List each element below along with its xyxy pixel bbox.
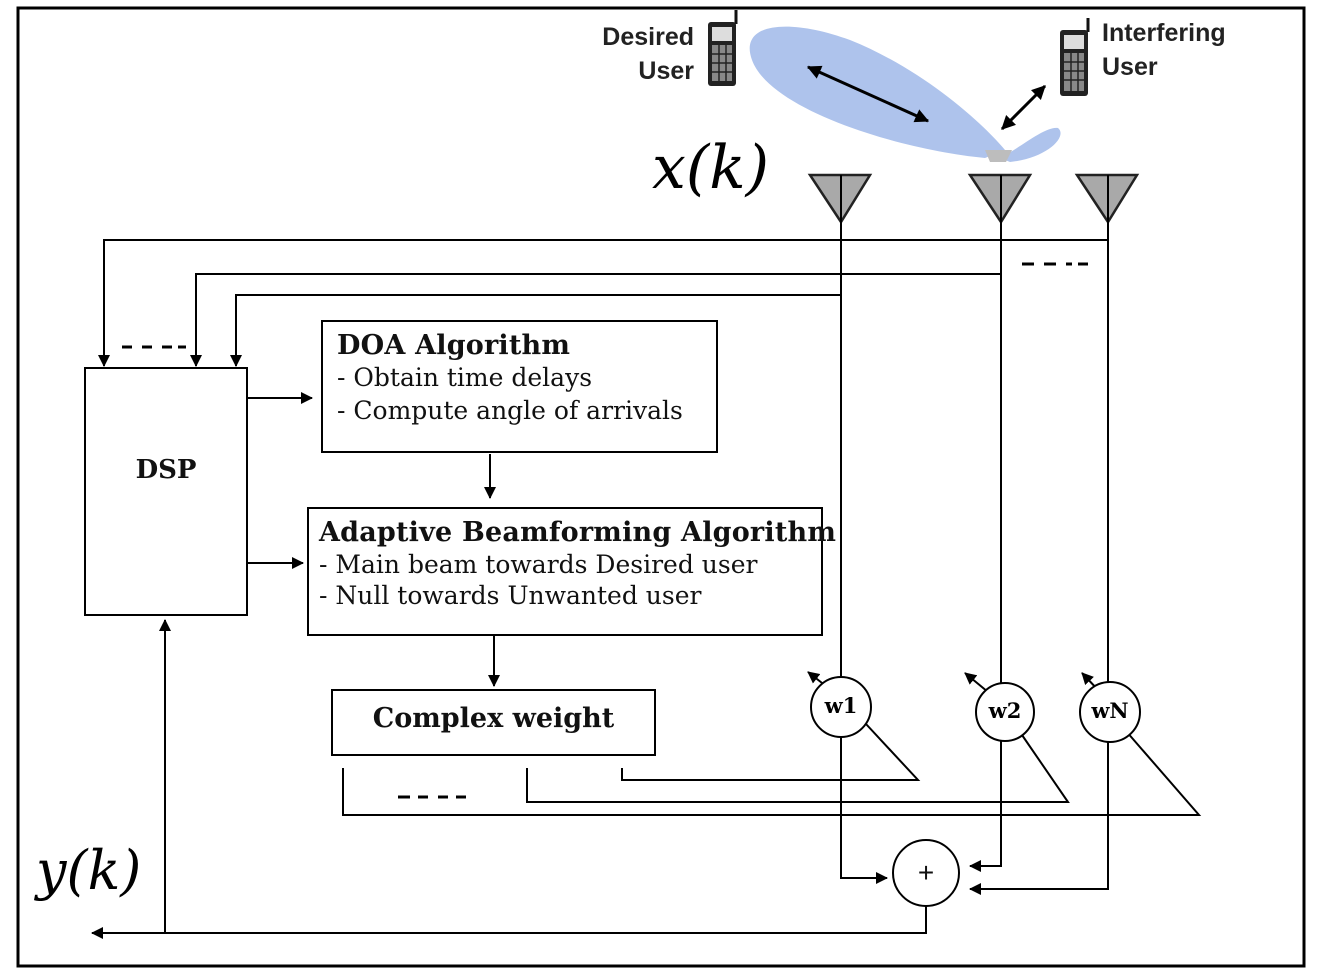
doa-algorithm-block: DOA Algorithm - Obtain time delays - Com…: [321, 320, 718, 453]
input-signal-label: x(k): [652, 133, 770, 203]
doa-title: DOA Algorithm: [337, 330, 571, 361]
antenna-icon: [967, 173, 1033, 230]
beamforming-title: Adaptive Beamforming Algorithm: [319, 517, 837, 548]
weight-wn-label: wN: [1091, 698, 1129, 723]
desired-user-label: Desired User: [602, 23, 694, 85]
antenna-icon: [1074, 173, 1140, 230]
output-line: [91, 906, 927, 939]
summer-circle: [892, 839, 960, 907]
dsp-feedback-lines: [98, 239, 1108, 367]
weight-w1-label: w1: [824, 693, 858, 718]
interfering-user-label: Interfering User: [1102, 19, 1226, 81]
beam-lobe-icon: [749, 26, 1061, 162]
doa-line-2: - Compute angle of arrivals: [337, 396, 683, 425]
antenna-feed-lines: [840, 222, 1109, 686]
doa-line-1: - Obtain time delays: [337, 363, 593, 392]
beamforming-algorithm-block: Adaptive Beamforming Algorithm - Main be…: [307, 507, 837, 636]
dsp-label: DSP: [135, 455, 197, 485]
antenna-icon: [807, 173, 873, 230]
weight-w1-circle: [810, 676, 872, 738]
weight-control-lines: [342, 723, 1202, 816]
dsp-block: DSP: [84, 367, 248, 616]
desired-link-arrow: [806, 65, 930, 123]
weight-w2-circle: [975, 682, 1035, 742]
outer-frame: [16, 6, 1306, 968]
complex-weight-label: Complex weight: [372, 703, 615, 734]
weight-wn-circle: [1079, 681, 1141, 743]
ellipsis-dashes: [122, 262, 1088, 799]
mobile-phone-icon: [708, 10, 738, 86]
mobile-phone-icon: [1060, 18, 1090, 96]
beamforming-line-2: - Null towards Unwanted user: [319, 581, 702, 610]
summer-plus-label: +: [917, 857, 935, 888]
weight-w2-label: w2: [988, 698, 1022, 723]
summer-input-lines: [840, 736, 1109, 895]
beamforming-line-1: - Main beam towards Desired user: [319, 550, 758, 579]
interfering-link-arrow: [1000, 84, 1047, 131]
output-signal-label: y(k): [36, 839, 142, 902]
complex-weight-block: Complex weight: [331, 689, 656, 756]
